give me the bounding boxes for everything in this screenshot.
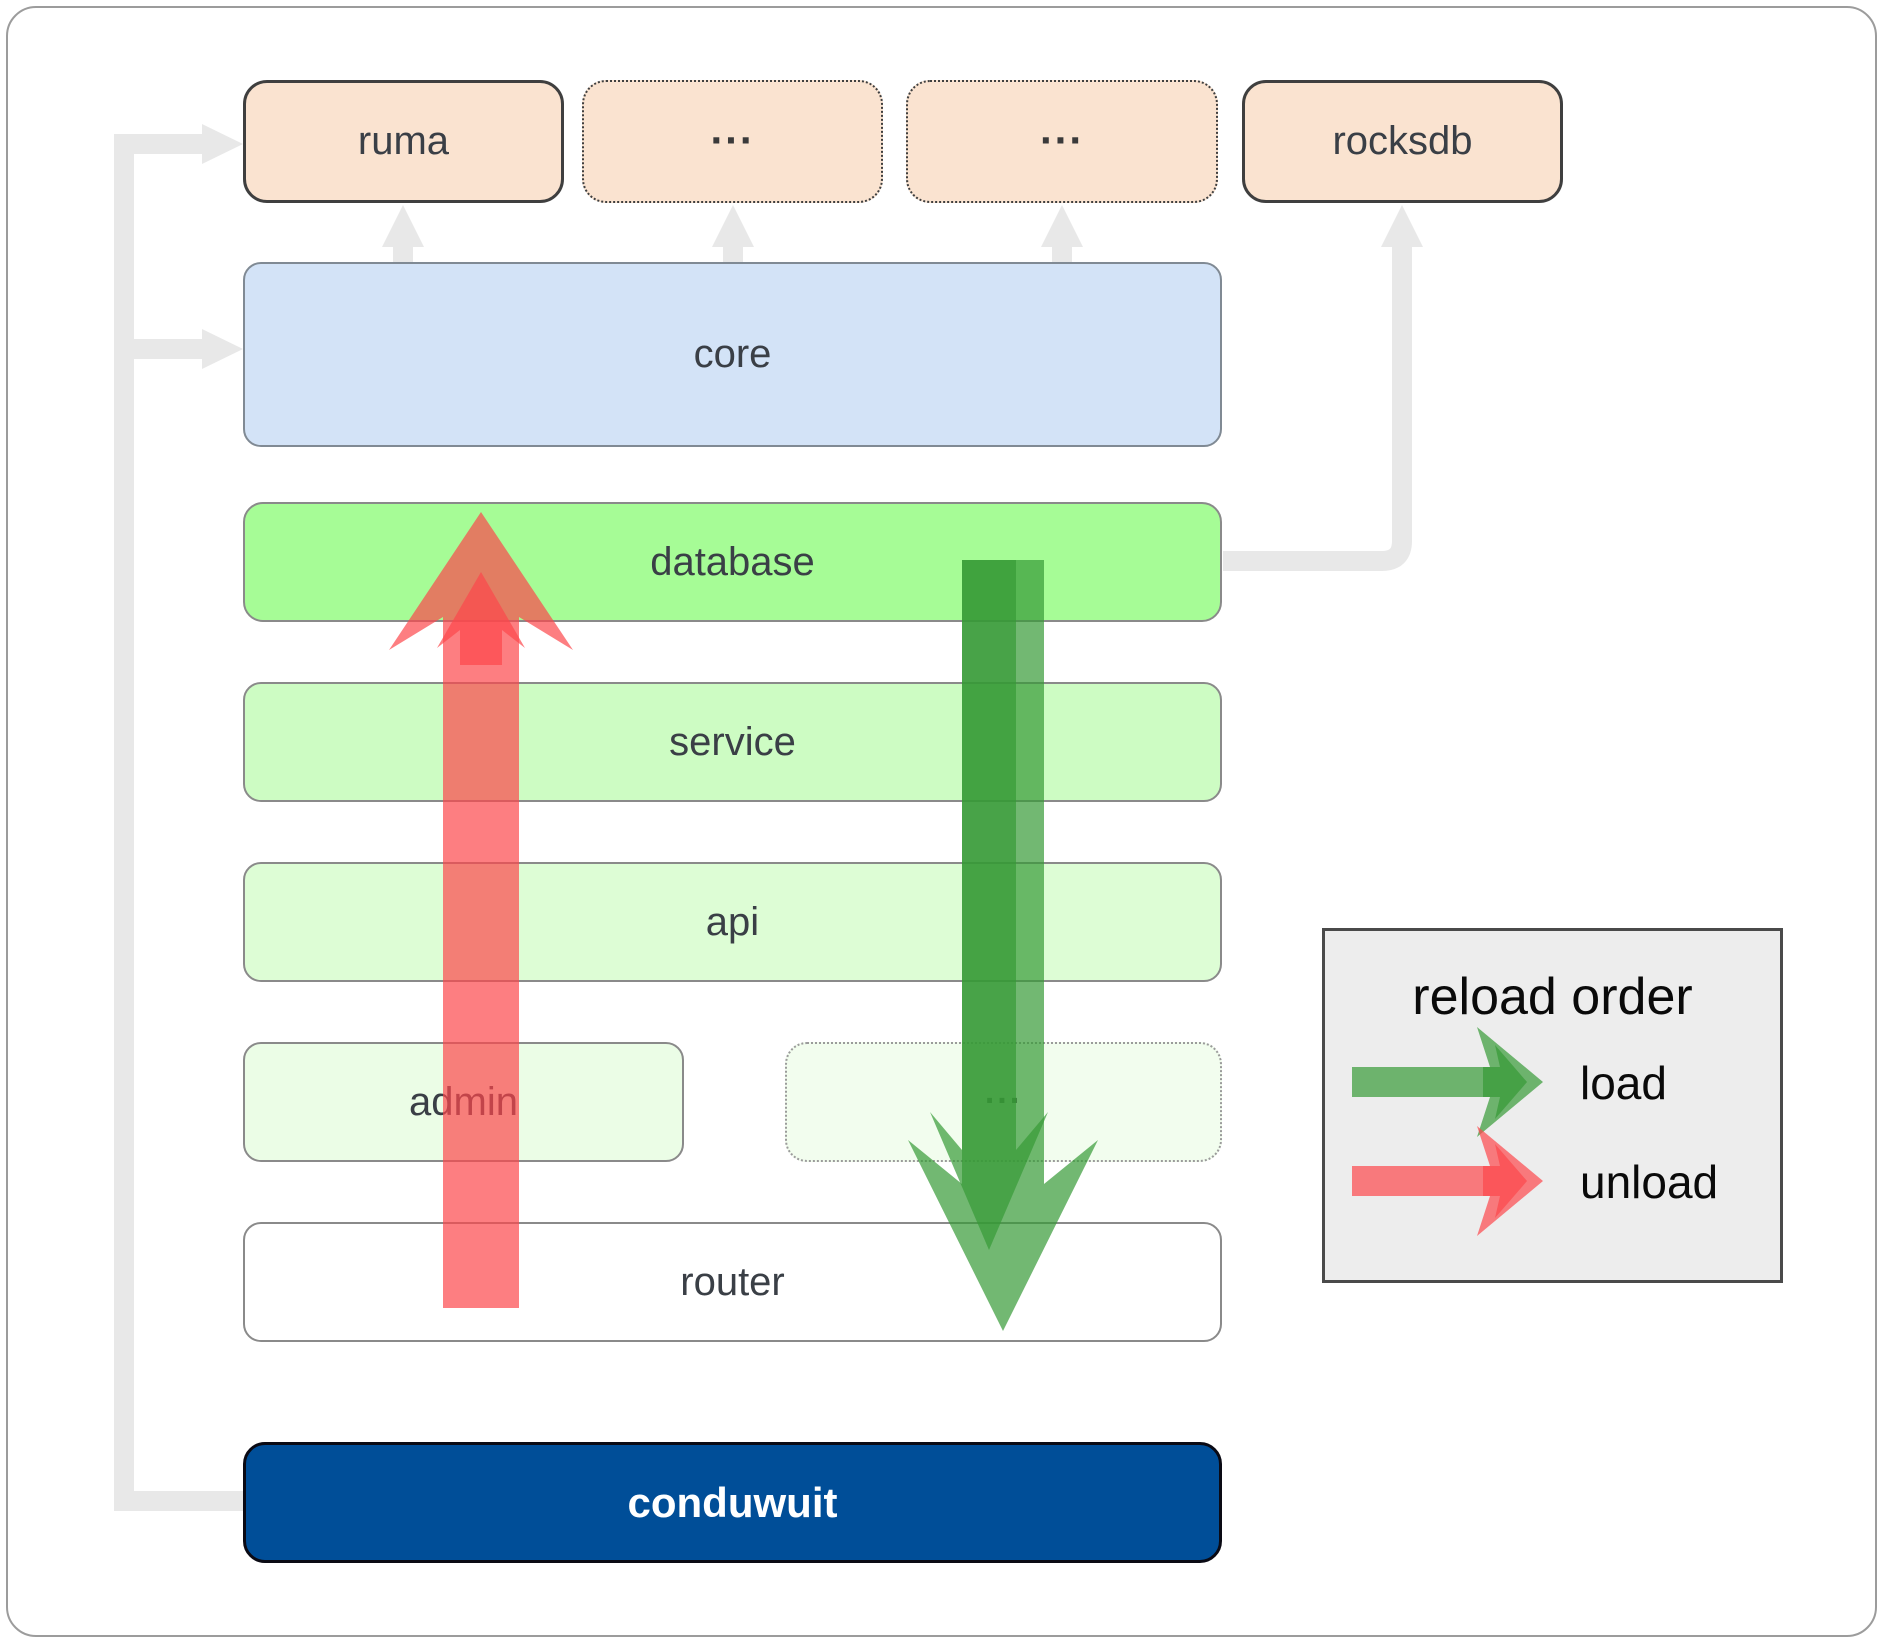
legend-unload-label: unload (1580, 1156, 1719, 1208)
node-admin-more: ... (785, 1042, 1222, 1162)
node-dependency-more-1: ... (582, 80, 883, 203)
node-rocksdb-label: rocksdb (1332, 119, 1473, 163)
node-router: router (243, 1222, 1222, 1342)
node-service-label: service (669, 719, 796, 764)
legend-load-label: load (1580, 1057, 1667, 1109)
node-admin-label: admin (409, 1079, 518, 1124)
node-dependency-more-2: ... (906, 80, 1218, 203)
node-database-label: database (650, 539, 815, 584)
node-service: service (243, 682, 1222, 802)
node-api: api (243, 862, 1222, 982)
legend-box: reload order (1322, 928, 1783, 1283)
node-dependency-more-1-label: ... (710, 104, 755, 152)
node-admin: admin (243, 1042, 684, 1162)
node-conduwuit-label: conduwuit (627, 1478, 838, 1526)
node-database: database (243, 502, 1222, 622)
node-conduwuit: conduwuit (243, 1442, 1222, 1563)
node-api-label: api (705, 899, 760, 944)
node-router-label: router (680, 1259, 785, 1304)
node-rocksdb: rocksdb (1242, 80, 1563, 203)
node-core: core (243, 262, 1222, 447)
node-admin-more-label: ... (984, 1072, 1023, 1111)
node-ruma-label: ruma (357, 119, 450, 163)
legend-title: reload order (1412, 968, 1693, 1026)
node-core-label: core (693, 332, 772, 376)
node-ruma: ruma (243, 80, 564, 203)
node-dependency-more-2-label: ... (1039, 104, 1084, 152)
